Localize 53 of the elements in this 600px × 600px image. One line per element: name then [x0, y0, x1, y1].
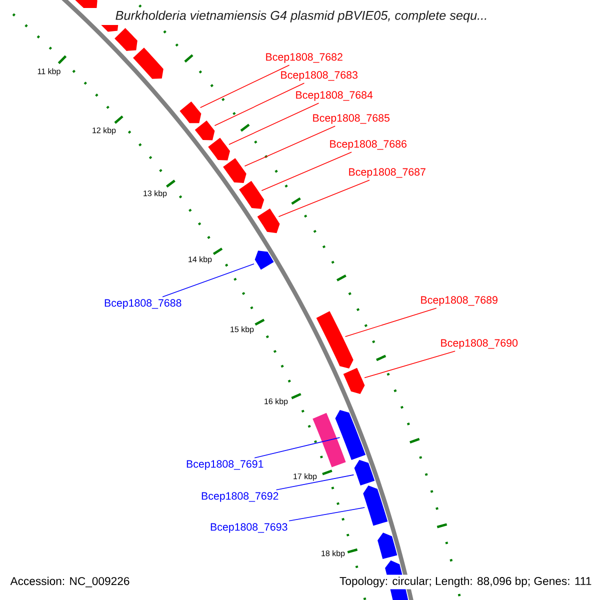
leader-line	[254, 437, 340, 458]
leader-line	[244, 126, 336, 167]
gene-label: Bcep1808_7691	[186, 460, 264, 470]
leader-line	[364, 350, 456, 378]
gene-feature	[75, 0, 98, 8]
leader-line	[261, 152, 352, 191]
scale-label: 18 kbp	[322, 550, 345, 558]
leader-line	[200, 64, 290, 108]
gene-feature	[257, 208, 280, 234]
gene-label: Bcep1808_7689	[421, 296, 498, 306]
gene-feature	[343, 368, 365, 394]
gene-label: Bcep1808_7682	[266, 53, 342, 63]
scale-label: 14 kbp	[188, 256, 212, 264]
gene-feature	[208, 138, 230, 160]
gene-feature	[223, 158, 246, 184]
title: Burkholderia vietnamiensis G4 plasmid pBVIE05, complete sequ...	[111, 8, 492, 25]
gene-label: Bcep1808_7683	[281, 71, 358, 81]
scale-label: 17 kbp	[294, 473, 317, 481]
leader-line	[228, 102, 320, 145]
gene-feature	[312, 412, 346, 468]
gene-feature	[335, 410, 366, 460]
gene-feature	[363, 486, 388, 526]
scale-label: 11 kbp	[38, 68, 60, 76]
scale-label: 15 kbp	[230, 326, 254, 334]
leader-line	[214, 82, 305, 126]
gene-label: Bcep1808_7692	[202, 492, 278, 502]
leader-line	[278, 180, 370, 218]
gene-feature	[254, 250, 274, 270]
gene-feature	[101, 25, 118, 32]
gene-label: Bcep1808_7686	[330, 140, 406, 150]
gene-label: Bcep1808_7690	[441, 339, 518, 349]
gene-feature	[133, 48, 164, 79]
scale-label: 16 kbp	[264, 398, 288, 406]
gene-label: Bcep1808_7684	[296, 91, 373, 101]
accession-text: Accession: NC_009226	[8, 574, 132, 590]
gene-feature	[239, 180, 264, 209]
gene-label: Bcep1808_7693	[210, 523, 288, 533]
scale-label: 12 kbp	[92, 127, 116, 135]
gene-feature	[354, 460, 375, 486]
gene-feature	[180, 101, 202, 124]
scale-label: 13 kbp	[144, 190, 167, 198]
leader-line	[162, 264, 254, 298]
leader-line	[288, 507, 365, 522]
gene-label: Bcep1808_7688	[104, 299, 182, 309]
gene-label: Bcep1808_7687	[349, 168, 426, 178]
gene-feature	[316, 311, 354, 369]
summary-text: Topology: circular; Length: 88,096 bp; Genes: 111	[338, 574, 594, 590]
gene-feature	[194, 120, 215, 140]
gene-feature	[378, 532, 398, 560]
leader-line	[344, 308, 437, 337]
gene-label: Bcep1808_7685	[313, 114, 390, 124]
gene-feature	[114, 28, 138, 51]
leader-line	[276, 474, 354, 490]
